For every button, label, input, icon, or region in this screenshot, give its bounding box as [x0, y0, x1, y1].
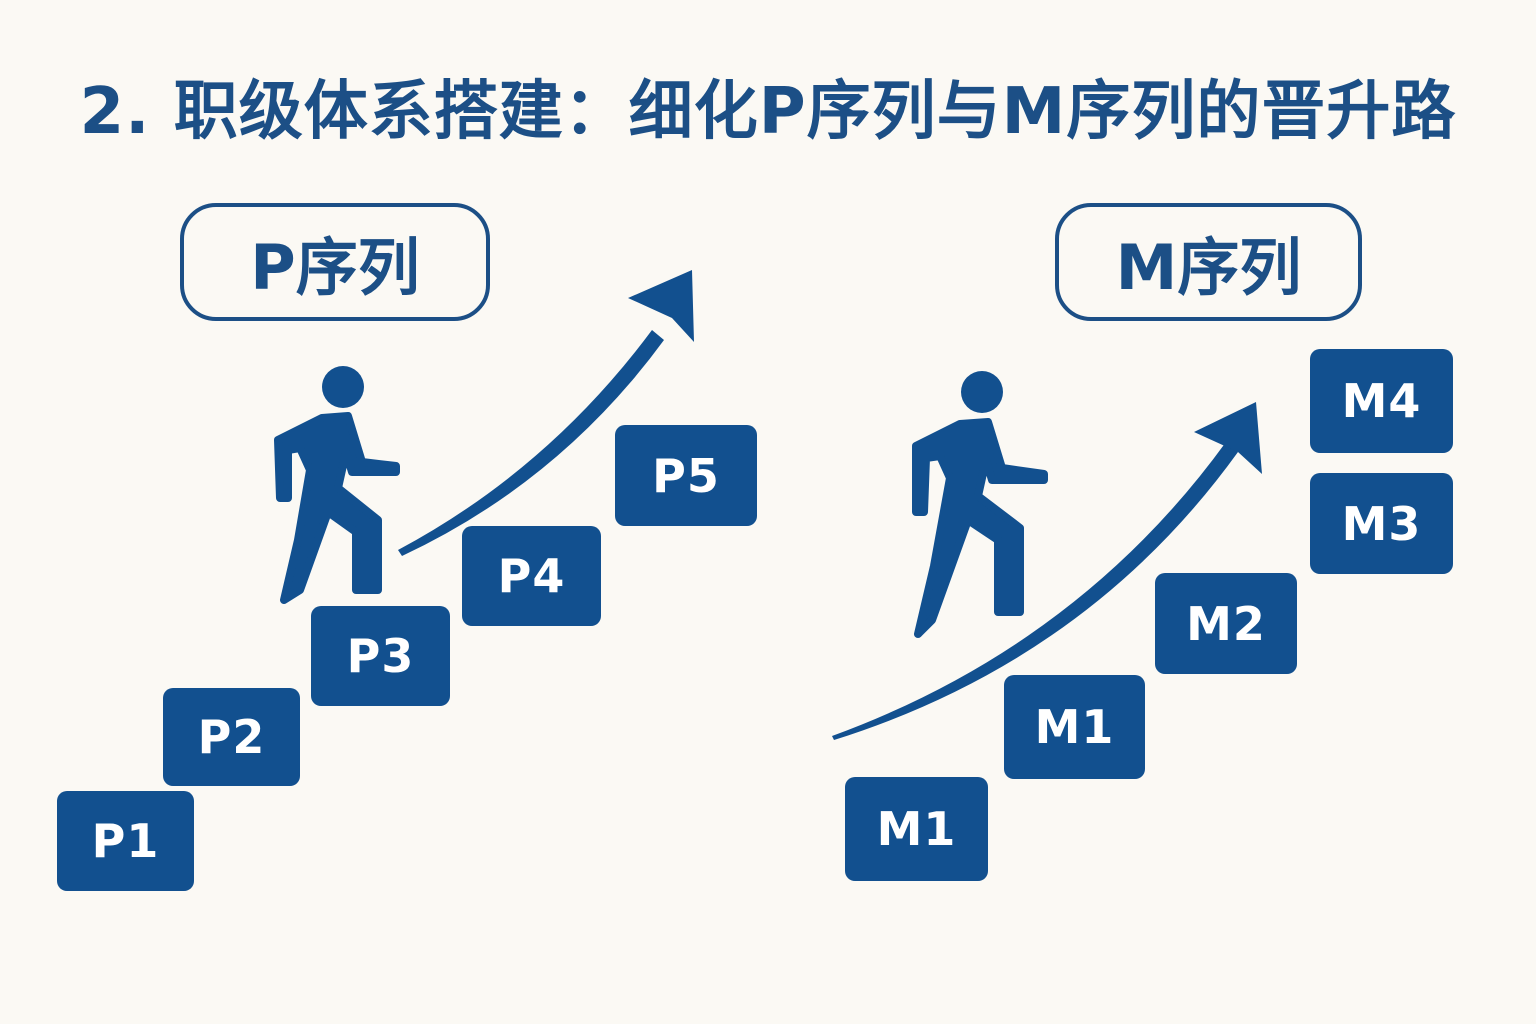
- m-level-1-upper: M1: [1004, 675, 1145, 779]
- m-level-2: M2: [1155, 573, 1297, 674]
- p-level-2: P2: [163, 688, 300, 786]
- m-level-1-lower: M1: [845, 777, 988, 881]
- upward-arrow-icon: [832, 402, 1262, 740]
- p-series-label: P序列: [180, 203, 490, 321]
- upward-arrow-icon: [398, 270, 694, 556]
- p-level-1: P1: [57, 791, 194, 891]
- m-series-label: M序列: [1055, 203, 1362, 321]
- person-walking-icon: [274, 366, 400, 604]
- p-level-4: P4: [462, 526, 601, 626]
- m-level-3: M3: [1310, 473, 1453, 574]
- m-level-4: M4: [1310, 349, 1453, 453]
- p-level-3: P3: [311, 606, 450, 706]
- p-level-5: P5: [615, 425, 757, 526]
- person-walking-icon: [912, 371, 1048, 638]
- page-title: 2. 职级体系搭建：细化P序列与M序列的晋升路: [79, 75, 1457, 149]
